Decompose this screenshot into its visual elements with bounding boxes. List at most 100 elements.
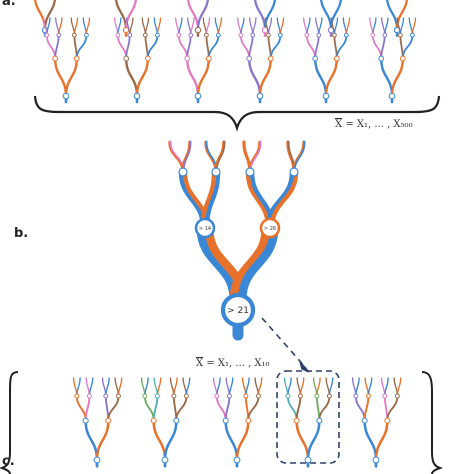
tree-a-top (386, 0, 408, 38)
leaf-branch (117, 17, 122, 36)
split-node (285, 393, 291, 399)
split-node (173, 417, 180, 424)
leaf-branch (216, 377, 221, 397)
leaf-branch (396, 377, 402, 397)
leaf-branch (117, 377, 123, 397)
split-node (312, 55, 319, 62)
split-node (245, 167, 255, 177)
split-node (267, 55, 274, 62)
brace-a (33, 95, 441, 132)
split-node (74, 393, 80, 399)
root-node (194, 92, 202, 100)
leaf-branch (252, 17, 257, 36)
tree-c (212, 377, 263, 468)
branch-right (64, 57, 78, 98)
split-node (176, 32, 182, 38)
branch-sub (143, 395, 155, 422)
split-node (316, 417, 323, 424)
split-node (238, 32, 244, 38)
tree-a-bottom (303, 17, 351, 104)
equation-c-var: X (196, 358, 204, 369)
split-node (365, 393, 371, 399)
paren-left (0, 371, 19, 474)
branch-left (254, 0, 267, 32)
branch-right (124, 0, 137, 32)
split-node (143, 32, 148, 38)
branch-left (386, 0, 399, 32)
aggregated-tree: > 21> 14> 26 (168, 140, 306, 341)
branch-sub (295, 395, 302, 422)
branch-right (196, 0, 209, 32)
split-node (155, 32, 160, 38)
split-node (255, 393, 261, 399)
equation-a-var: X (335, 119, 343, 130)
root-node-label: > 21 (227, 306, 249, 316)
tree-a-top (254, 0, 276, 38)
leaf-branch (144, 17, 150, 36)
branch-sub (146, 34, 159, 60)
arrow-head-icon (299, 361, 310, 373)
split-node (333, 55, 340, 62)
split-node (184, 55, 191, 62)
tree-c (283, 377, 334, 468)
root-node (194, 26, 202, 34)
split-node (361, 417, 368, 424)
branch-left (34, 0, 47, 32)
split-node (353, 393, 359, 399)
leaf-branch (306, 17, 311, 36)
split-node (82, 417, 89, 424)
branch-left (84, 419, 99, 462)
leaf-branch (217, 17, 223, 36)
split-node (214, 393, 220, 399)
root-node (233, 456, 241, 464)
root-node (304, 456, 312, 464)
split-node (370, 32, 376, 38)
highlight-box (276, 370, 340, 464)
equation-a-rhs: = X₁, ... , X₅₀₀ (345, 119, 413, 130)
leaf-branch (384, 17, 389, 36)
paren-right (421, 371, 444, 474)
leaf-branch (279, 17, 285, 36)
split-node (250, 32, 256, 38)
leaf-branch (411, 17, 417, 36)
branch-right (95, 419, 110, 462)
tree-a-top (34, 0, 56, 38)
panel-label-b: b. (14, 226, 29, 241)
leaf-branch (88, 377, 94, 397)
root-node (93, 456, 101, 464)
split-node (127, 32, 133, 38)
leaf-branch (345, 17, 351, 36)
forest-row-c (72, 377, 402, 468)
leaf-branch (240, 17, 245, 36)
leaf-branch (185, 377, 191, 397)
forest-row-a-bottom (43, 17, 417, 104)
leaf-branch (85, 17, 91, 36)
leaf-branch (190, 17, 195, 36)
split-node (144, 55, 151, 62)
split-node (316, 32, 322, 38)
leaf-branch (144, 377, 149, 397)
root-node (388, 92, 396, 100)
branch-left (248, 57, 262, 98)
branch-sub (269, 34, 282, 60)
node-left (194, 217, 216, 239)
branch-left (186, 57, 200, 98)
branch-right (196, 57, 210, 98)
branch-sub (84, 395, 91, 422)
branch-left (224, 419, 239, 462)
leaf-branch (355, 377, 360, 397)
branch-sub (247, 395, 260, 422)
split-node (211, 167, 221, 177)
branch-sub (371, 34, 383, 60)
branch-right (324, 57, 338, 98)
leaf-branch (105, 377, 110, 397)
split-node (297, 393, 303, 399)
root-node (220, 292, 256, 328)
tree-a-bottom (237, 17, 285, 104)
branch-sub (75, 34, 88, 60)
branch-strand (229, 223, 270, 305)
split-node (394, 393, 400, 399)
equation-a: X = X₁, ... , X₅₀₀ (335, 119, 413, 130)
leaf-branch (58, 17, 63, 36)
branch-sub (386, 395, 399, 422)
